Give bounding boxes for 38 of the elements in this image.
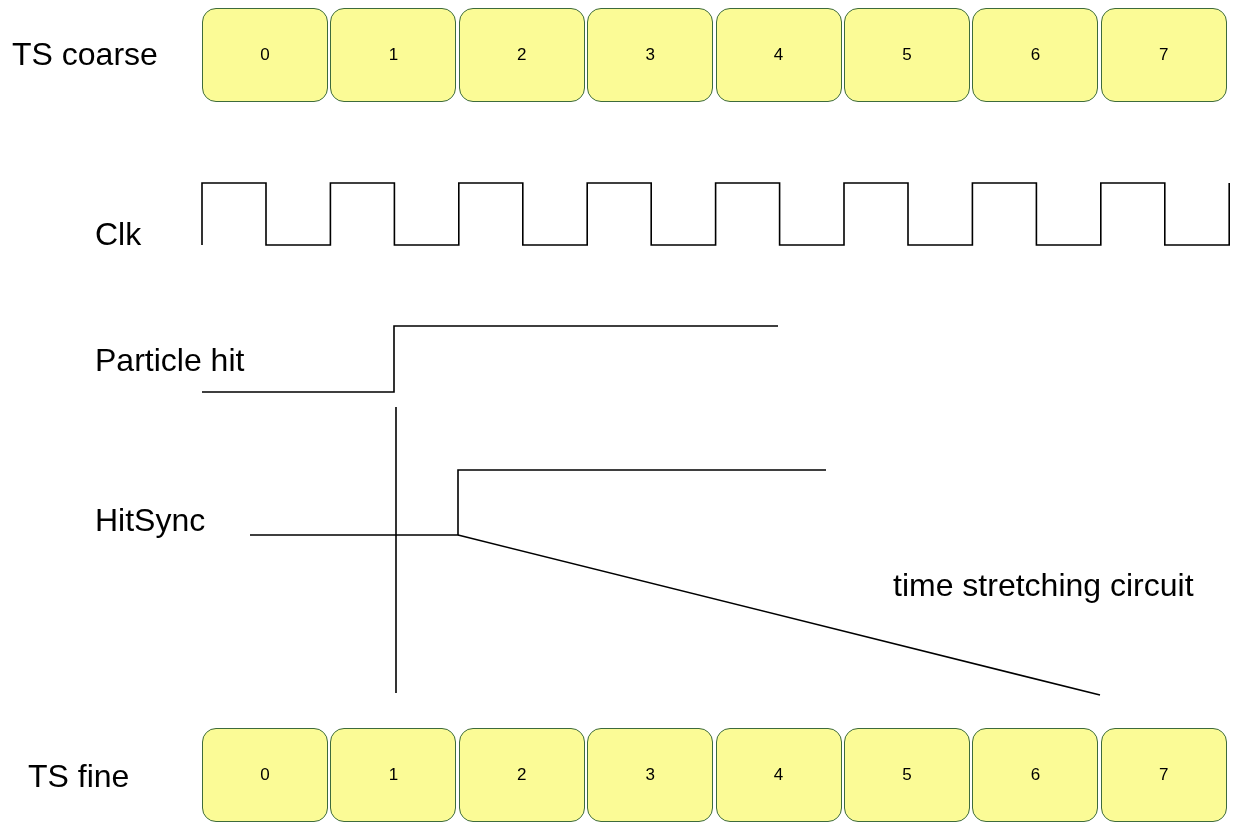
time-slot-box	[1100, 728, 1227, 822]
slot-number: 6	[1030, 45, 1041, 65]
signal-label: Clk	[95, 218, 142, 250]
slot-number: 6	[1030, 765, 1041, 785]
slot-number: 4	[773, 765, 784, 785]
time-slot-box	[972, 728, 1099, 822]
time-slot-box	[458, 8, 585, 102]
signal-label: Particle hit	[95, 344, 245, 376]
time-slot-box	[972, 8, 1099, 102]
time-slot-box	[715, 8, 842, 102]
time-slot-box	[1100, 8, 1227, 102]
slot-number: 0	[260, 45, 270, 65]
slot-number: 7	[1159, 765, 1169, 785]
slot-number: 5	[902, 45, 912, 65]
slot-number: 7	[1159, 45, 1169, 65]
time-slot-box	[844, 8, 970, 102]
slot-number: 3	[645, 765, 655, 785]
slot-number: 2	[517, 765, 527, 785]
signal-label: HitSync	[95, 504, 206, 536]
slot-number: 0	[260, 765, 270, 785]
slot-number: 3	[645, 45, 655, 65]
slot-number: 1	[388, 45, 399, 65]
slot-number: 4	[773, 45, 784, 65]
time-slot-box	[844, 728, 970, 822]
slot-number: 1	[388, 765, 399, 785]
time-slot-box	[330, 8, 457, 102]
time-slot-box	[330, 728, 457, 822]
slot-number: 2	[517, 45, 527, 65]
time-slot-box	[458, 728, 585, 822]
row-label: TS fine	[28, 760, 130, 792]
row-label: TS coarse	[12, 38, 158, 70]
time-slot-box	[715, 728, 842, 822]
time-slot-box	[202, 8, 328, 102]
annotation-label: time stretching circuit	[893, 569, 1194, 601]
time-slot-box	[202, 728, 328, 822]
slot-number: 5	[902, 765, 912, 785]
time-slot-box	[587, 8, 714, 102]
time-slot-box	[587, 728, 714, 822]
